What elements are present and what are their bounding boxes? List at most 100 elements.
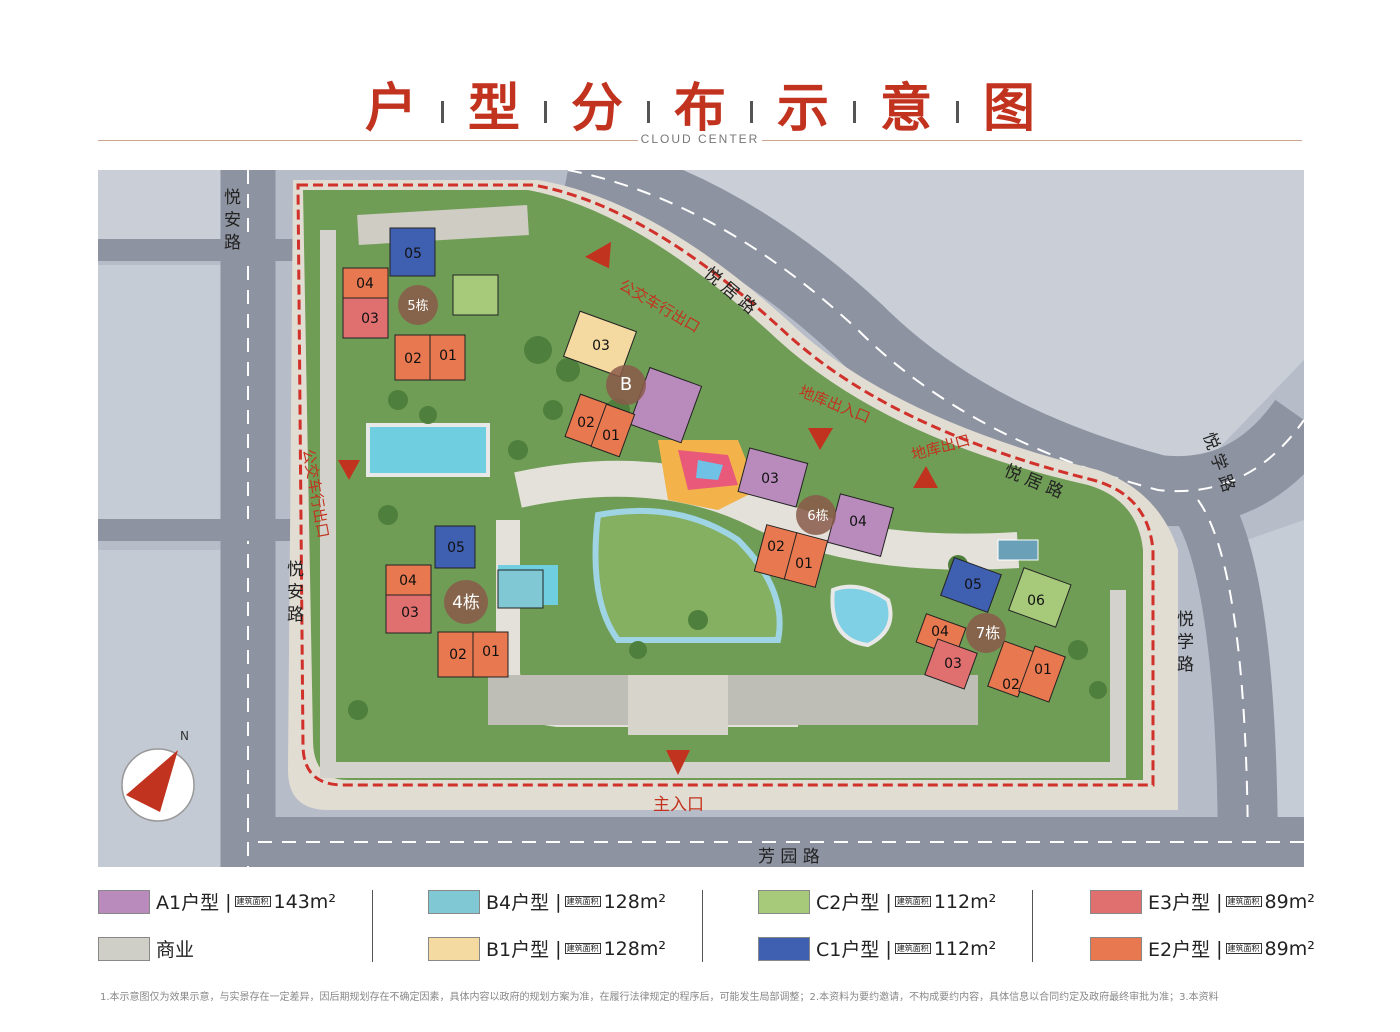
title-char: 意 xyxy=(880,79,933,139)
subtitle: CLOUD CENTER xyxy=(640,132,760,146)
legend-area: 128m² xyxy=(603,890,666,913)
unit-C1[interactable] xyxy=(389,227,436,277)
arrow-garage-exit xyxy=(913,466,938,488)
unit-number: 02 xyxy=(449,647,467,663)
building-label: B xyxy=(620,374,632,395)
unit-E2[interactable] xyxy=(472,631,509,678)
title-char: 图 xyxy=(983,79,1036,139)
unit-E3[interactable] xyxy=(924,638,978,690)
building-marker xyxy=(398,285,438,325)
unit-C1[interactable] xyxy=(940,557,1002,613)
label-main-entry: 主入口 xyxy=(653,795,704,815)
title-char: 示 xyxy=(777,79,830,139)
unit-E2[interactable] xyxy=(342,267,389,299)
page-title: 户型分布示意图 xyxy=(0,66,1400,141)
building-5-top xyxy=(342,227,499,381)
unit-number: 04 xyxy=(931,624,949,640)
unit-number: 01 xyxy=(482,644,500,660)
unit-C2[interactable] xyxy=(1008,567,1072,628)
road-marking xyxy=(1197,499,1249,867)
unit-E2[interactable] xyxy=(429,334,466,381)
unit-number: 03 xyxy=(944,656,962,672)
building-marker xyxy=(606,365,646,405)
footnote: 1.本示意图仅为效果示意，与实景存在一定差异，因后期规划存在不确定因素，具体内容… xyxy=(100,992,1219,1003)
road-label-yuean-bottom: 悦 安 路 xyxy=(283,560,304,622)
legend-swatch xyxy=(758,936,810,961)
unit-number: 03 xyxy=(361,311,379,327)
unit-B4[interactable] xyxy=(497,569,544,609)
legend-swatch xyxy=(98,889,150,914)
title-divider xyxy=(543,101,547,123)
legend-swatch xyxy=(428,889,480,914)
area-tag: 建筑面积 xyxy=(564,896,601,907)
area-tag: 建筑面积 xyxy=(1225,943,1262,954)
block-area xyxy=(98,170,238,260)
pool-left xyxy=(366,423,490,477)
title-divider xyxy=(440,101,444,123)
unit-number: 02 xyxy=(577,415,595,431)
unit-number: 05 xyxy=(447,540,465,556)
legend-swatch xyxy=(758,889,810,914)
unit-E2[interactable] xyxy=(394,334,431,381)
legend-item-commercial: 商业 xyxy=(98,935,194,962)
legend-swatch xyxy=(428,936,480,961)
main-gate-plaza xyxy=(628,675,728,735)
unit-number: 03 xyxy=(761,471,779,487)
area-tag: 建筑面积 xyxy=(894,943,931,954)
unit-number: 03 xyxy=(401,605,419,621)
unit-number: 06 xyxy=(1027,593,1045,609)
legend-label: A1户型 xyxy=(156,892,220,914)
unit-A1[interactable] xyxy=(737,447,809,508)
unit-number: 01 xyxy=(1034,662,1052,678)
legend-area: 128m² xyxy=(603,937,666,960)
unit-number: 04 xyxy=(849,514,867,530)
legend-area: 89m² xyxy=(1264,937,1315,960)
unit-E2[interactable] xyxy=(590,403,636,458)
building-label: 6栋 xyxy=(807,508,828,524)
building-4 xyxy=(385,525,544,678)
central-lawn xyxy=(592,507,783,643)
area-tag: 建筑面积 xyxy=(564,943,601,954)
arrow-bus-exit-left xyxy=(338,460,360,480)
unit-number: 02 xyxy=(404,351,422,367)
unit-E2[interactable] xyxy=(1018,645,1066,703)
unit-E2[interactable] xyxy=(783,532,829,588)
building-label: 4栋 xyxy=(452,593,480,613)
building-label: 7栋 xyxy=(976,624,1001,642)
title-char: 分 xyxy=(570,79,623,139)
unit-E3[interactable] xyxy=(342,297,389,339)
building-marker xyxy=(444,580,488,624)
unit-E2[interactable] xyxy=(385,564,432,596)
legend-area: 112m² xyxy=(933,890,997,913)
legend-label: 商业 xyxy=(156,939,195,961)
subtitle-rule-right xyxy=(762,140,1302,141)
legend-label: E3户型 xyxy=(1148,892,1211,914)
legend-divider xyxy=(372,890,373,962)
legend-label: E2户型 xyxy=(1148,939,1211,961)
road-label-yuean-top: 悦 安 路 xyxy=(220,188,241,250)
title-char: 布 xyxy=(673,79,726,139)
arrow-garage-entry xyxy=(808,428,833,450)
unit-C1[interactable] xyxy=(434,525,476,569)
area-tag: 建筑面积 xyxy=(1225,896,1262,907)
building-7 xyxy=(915,557,1072,703)
unit-E2[interactable] xyxy=(437,631,474,678)
unit-number: 01 xyxy=(795,556,813,572)
pool-right xyxy=(830,584,893,648)
area-tag: 建筑面积 xyxy=(234,896,271,907)
unit-number: 02 xyxy=(767,539,785,555)
unit-C2[interactable] xyxy=(452,274,499,316)
compass: N xyxy=(121,729,195,822)
site-plan-map: 05 04 03 02 01 03 02 01 03 04 02 01 05 0… xyxy=(98,170,1304,867)
legend-area: 89m² xyxy=(1264,890,1315,913)
unit-number: 01 xyxy=(602,428,620,444)
court xyxy=(997,539,1039,561)
unit-B1[interactable] xyxy=(562,310,638,378)
unit-number: 04 xyxy=(399,573,417,589)
commercial-block xyxy=(488,675,628,725)
unit-E3[interactable] xyxy=(385,594,432,634)
